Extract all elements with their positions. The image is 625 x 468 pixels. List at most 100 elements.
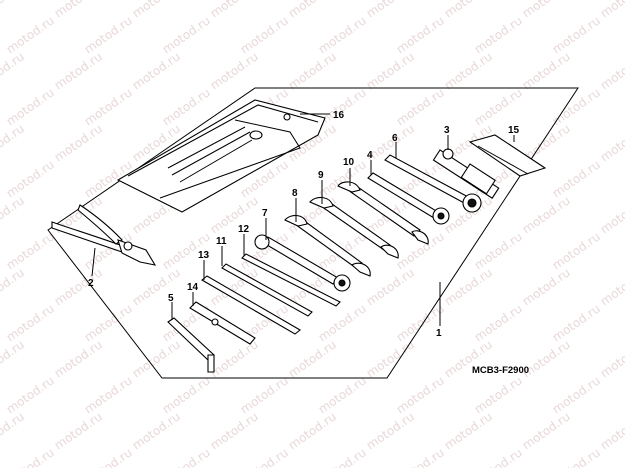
watermark-text: motod.ru — [316, 373, 369, 416]
watermark-text: motod.ru — [0, 337, 27, 380]
watermark-text: motod.ru — [364, 49, 417, 92]
callout-15: 15 — [508, 125, 520, 136]
watermark-text: motod.ru — [520, 0, 573, 20]
watermark-text: motod.ru — [238, 13, 291, 56]
watermark-text: motod.ru — [442, 0, 495, 20]
watermark-text: motod.ru — [394, 85, 447, 128]
watermark-text: motod.ru — [0, 49, 27, 92]
watermark-text: motod.ru — [442, 265, 495, 308]
callout-2: 2 — [88, 278, 94, 289]
pliers — [51, 204, 157, 266]
watermark-text: motod.ru — [82, 85, 135, 128]
watermark-text: motod.ru — [364, 0, 417, 20]
watermark-text: motod.ru — [4, 13, 57, 56]
wrench-6 — [384, 154, 482, 213]
watermark-text: motod.ru — [286, 0, 339, 20]
watermark-text: motod.ru — [52, 49, 105, 92]
watermark-text: motod.ru — [208, 409, 261, 452]
watermark-text: motod.ru — [598, 265, 625, 308]
watermark-text: motod.ru — [0, 121, 27, 164]
callout-9: 9 — [318, 170, 324, 181]
callout-12: 12 — [238, 224, 250, 235]
callout-numbers: 1 2 3 4 5 6 7 8 9 10 11 12 13 14 15 16 — [88, 110, 520, 339]
watermark-text: motod.ru — [52, 121, 105, 164]
watermark-text: motod.ru — [52, 0, 105, 20]
callout-6: 6 — [392, 133, 398, 144]
callout-11: 11 — [216, 236, 227, 247]
watermark-text: motod.ru — [130, 409, 183, 452]
watermark-text: motod.ru — [520, 409, 573, 452]
watermark-text: motod.ru — [550, 85, 603, 128]
callout-7: 7 — [262, 208, 268, 219]
watermark-text: motod.ru — [208, 0, 261, 20]
watermark-text: motod.ru — [520, 49, 573, 92]
callout-10: 10 — [343, 157, 355, 168]
watermark-text: motod.ru — [472, 445, 525, 468]
watermark-text: motod.ru — [550, 157, 603, 200]
watermark-text: motod.ru — [0, 0, 27, 20]
watermark-text: motod.ru — [550, 373, 603, 416]
kit-boundary — [47, 87, 579, 379]
watermark-text: motod.ru — [130, 0, 183, 20]
watermark-text: motod.ru — [472, 301, 525, 344]
watermark-text: motod.ru — [316, 13, 369, 56]
watermark-text: motod.ru — [4, 301, 57, 344]
watermark-text: motod.ru — [520, 193, 573, 236]
watermark-text: motod.ru — [82, 445, 135, 468]
watermark-text: motod.ru — [442, 409, 495, 452]
screwdriver-12 — [241, 253, 341, 307]
watermark-text: motod.ru — [130, 49, 183, 92]
watermark-text: motod.ru — [472, 373, 525, 416]
watermark-text: motod.ru — [598, 121, 625, 164]
watermark-text: motod.ru — [598, 49, 625, 92]
watermark-text: motod.ru — [4, 157, 57, 200]
watermark-text: motod.ru — [316, 301, 369, 344]
watermark-text: motod.ru — [286, 337, 339, 380]
watermark-text: motod.ru — [364, 265, 417, 308]
watermark-text: motod.ru — [238, 373, 291, 416]
watermark-text: motod.ru — [598, 0, 625, 20]
callout-16: 16 — [333, 110, 345, 121]
watermark-text: motod.ru — [442, 49, 495, 92]
watermark-text: motod.ru — [598, 337, 625, 380]
watermark-text: motod.ru — [0, 193, 27, 236]
watermark-text: motod.ru — [52, 409, 105, 452]
watermark-text: motod.ru — [4, 445, 57, 468]
tool-bag — [116, 99, 326, 213]
watermark-text: motod.ru — [52, 265, 105, 308]
pin-spanner-14 — [189, 301, 256, 345]
watermark-text: motod.ru — [208, 49, 261, 92]
callout-8: 8 — [292, 188, 298, 199]
watermark-text: motod.ru — [598, 409, 625, 452]
watermark-text: motod.ru — [130, 337, 183, 380]
watermark-text: motod.ru — [316, 445, 369, 468]
watermark-text: motod.ru — [160, 13, 213, 56]
watermark-text: motod.ru — [82, 13, 135, 56]
watermark-text: motod.ru — [394, 13, 447, 56]
watermark-text: motod.ru — [598, 193, 625, 236]
watermark-text: motod.ru — [472, 13, 525, 56]
screwdriver-11 — [221, 263, 313, 317]
figure-code: MCB3-F2900 — [472, 365, 529, 376]
box-wrench-7 — [254, 234, 351, 292]
callout-4: 4 — [367, 150, 373, 161]
wrench-4 — [367, 172, 450, 225]
watermark-text: motod.ru — [4, 229, 57, 272]
watermark-text: motod.ru — [286, 409, 339, 452]
screwdriver-13 — [201, 275, 301, 335]
callout-3: 3 — [444, 125, 450, 136]
watermark-text: motod.ru — [160, 373, 213, 416]
watermark-text: motod.ru — [208, 337, 261, 380]
watermark-text: motod.ru — [160, 445, 213, 468]
screwdriver-handle — [468, 134, 547, 177]
watermark-text: motod.ru — [82, 373, 135, 416]
watermark-text: motod.ru — [472, 229, 525, 272]
watermark-text: motod.ru — [4, 85, 57, 128]
watermark-text: motod.ru — [130, 265, 183, 308]
watermark-text: motod.ru — [0, 265, 27, 308]
wrench-8 — [284, 215, 371, 277]
watermark-text: motod.ru — [550, 445, 603, 468]
callout-14: 14 — [187, 282, 199, 293]
watermark-text: motod.ru — [4, 373, 57, 416]
watermark-text: motod.ru — [394, 373, 447, 416]
